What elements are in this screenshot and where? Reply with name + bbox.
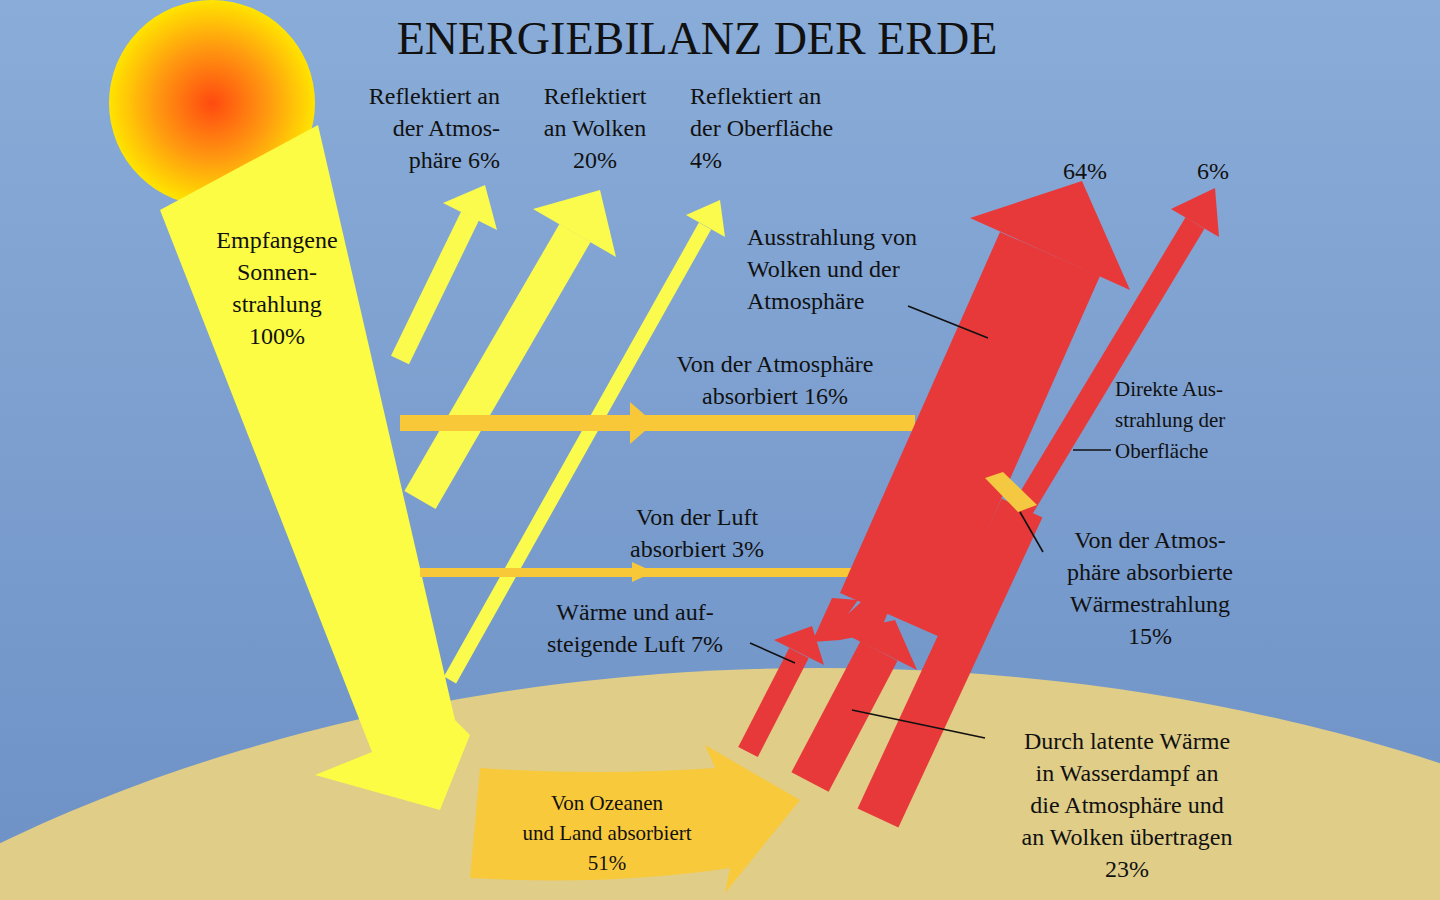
absorption-arrows xyxy=(400,402,915,582)
radiation-arrows xyxy=(748,181,1219,818)
absorption-label: Von Ozeanen und Land absorbiert 51% xyxy=(522,788,691,878)
percent-label: 6% xyxy=(1197,155,1229,187)
reflection-label: Reflektiert an der Atmos- phäre 6% xyxy=(369,80,500,176)
absorption-label: Von der Atmos- phäre absorbierte Wärmest… xyxy=(1067,524,1233,652)
reflection-label: Reflektiert an der Oberfläche 4% xyxy=(690,80,833,176)
absorption-label: Von der Luft absorbiert 3% xyxy=(630,501,764,565)
absorption-label: Von der Atmosphäre absorbiert 16% xyxy=(677,348,874,412)
reflection-label: Reflektiert an Wolken 20% xyxy=(544,80,647,176)
emission-label: Direkte Aus- strahlung der Oberfläche xyxy=(1115,374,1225,467)
incoming-arrow xyxy=(160,125,470,810)
absorbed-arrow xyxy=(470,745,800,893)
ground xyxy=(0,668,1440,900)
percent-label: 64% xyxy=(1063,155,1107,187)
emission-label: Ausstrahlung von Wolken und der Atmosphä… xyxy=(747,221,917,317)
latent-heat-label: Durch latente Wärme in Wasserdampf an di… xyxy=(1022,725,1233,885)
incoming-label: Empfangene Sonnen- strahlung 100% xyxy=(216,224,337,352)
diagram-title: ENERGIEBILANZ DER ERDE xyxy=(397,12,997,66)
heat-label: Wärme und auf- steigende Luft 7% xyxy=(547,596,723,660)
reflection-arrows xyxy=(400,185,725,680)
absorbed-heat-link xyxy=(985,472,1037,512)
